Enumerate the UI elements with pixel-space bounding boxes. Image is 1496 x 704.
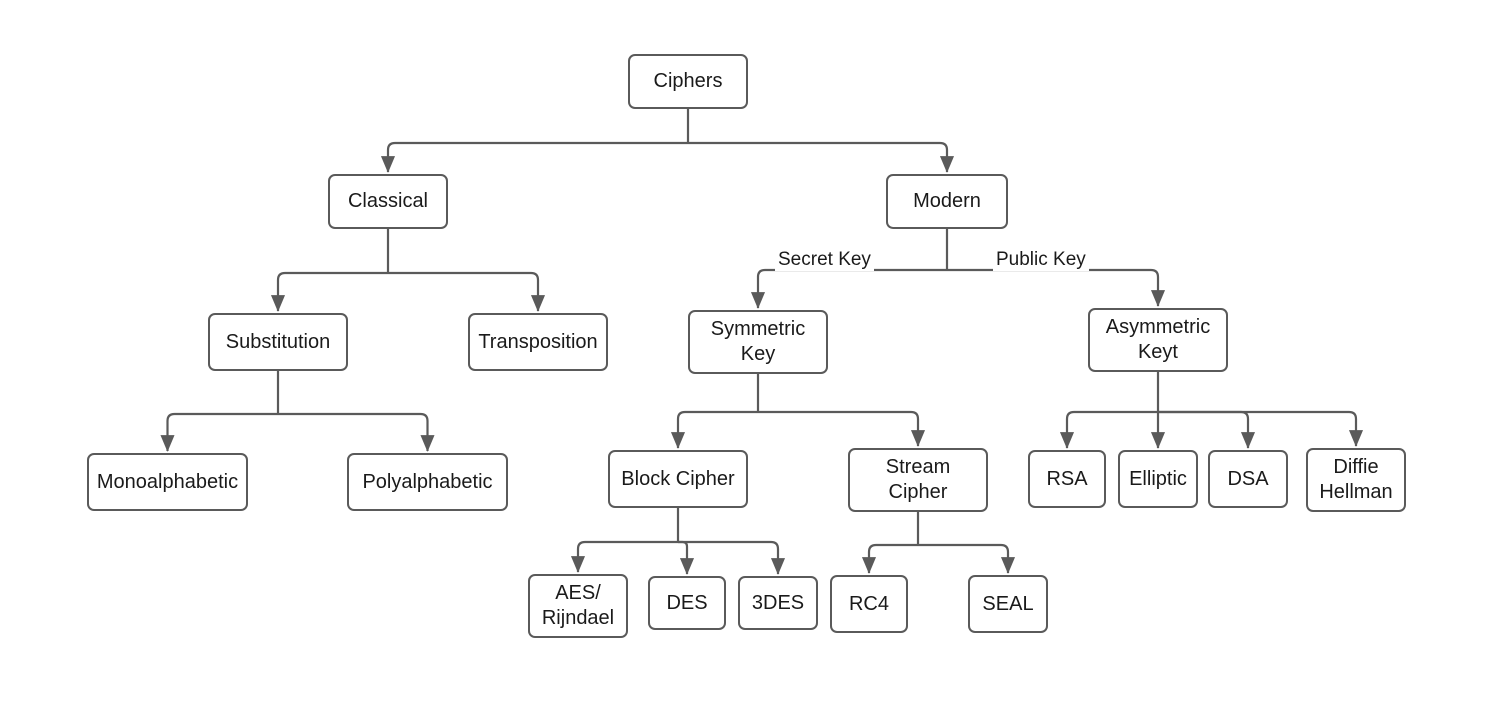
node-seal[interactable]: SEAL	[968, 575, 1048, 633]
edge-label-secret-key-label: Secret Key	[775, 249, 874, 271]
node-rc4[interactable]: RC4	[830, 575, 908, 633]
node-substitution[interactable]: Substitution	[208, 313, 348, 371]
node-monoalphabetic[interactable]: Monoalphabetic	[87, 453, 248, 511]
node-classical[interactable]: Classical	[328, 174, 448, 229]
node-3des[interactable]: 3DES	[738, 576, 818, 630]
node-asymmetric-key[interactable]: Asymmetric Keyt	[1088, 308, 1228, 372]
node-symmetric-key[interactable]: Symmetric Key	[688, 310, 828, 374]
node-diffie-hellman[interactable]: Diffie Hellman	[1306, 448, 1406, 512]
node-polyalphabetic[interactable]: Polyalphabetic	[347, 453, 508, 511]
node-aes-rijndael[interactable]: AES/ Rijndael	[528, 574, 628, 638]
node-rsa[interactable]: RSA	[1028, 450, 1106, 508]
node-des[interactable]: DES	[648, 576, 726, 630]
node-transposition[interactable]: Transposition	[468, 313, 608, 371]
node-modern[interactable]: Modern	[886, 174, 1008, 229]
node-ciphers[interactable]: Ciphers	[628, 54, 748, 109]
node-elliptic[interactable]: Elliptic	[1118, 450, 1198, 508]
edge-label-public-key-label: Public Key	[993, 249, 1089, 271]
node-stream-cipher[interactable]: Stream Cipher	[848, 448, 988, 512]
node-dsa[interactable]: DSA	[1208, 450, 1288, 508]
node-block-cipher[interactable]: Block Cipher	[608, 450, 748, 508]
